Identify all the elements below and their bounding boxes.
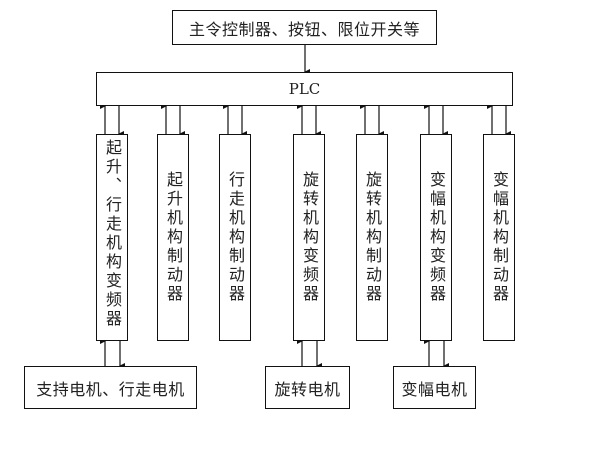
motor-slew: 旋转电机: [265, 366, 350, 409]
module-label: 行走机构制动器: [226, 171, 245, 304]
command-input-box: 主令控制器、按钮、限位开关等: [172, 10, 437, 45]
module-label: 起升、行走机构变频器: [103, 139, 122, 329]
module-label: 变幅机构制动器: [490, 171, 509, 304]
module-slew-brake: 旋转机构制动器: [356, 134, 388, 341]
module-label: 旋转机构制动器: [363, 171, 382, 304]
module-luffing-brake: 变幅机构制动器: [483, 134, 515, 341]
module-label: 起升机构制动器: [164, 171, 183, 304]
module-label: 变幅机构变频器: [427, 171, 446, 304]
module-hoist-travel-inverter: 起升、行走机构变频器: [96, 134, 128, 341]
motor-luffing: 变幅电机: [393, 366, 476, 409]
command-input-label: 主令控制器、按钮、限位开关等: [188, 19, 420, 39]
module-travel-brake: 行走机构制动器: [219, 134, 251, 341]
motor-support-travel: 支持电机、行走电机: [24, 366, 197, 409]
module-slew-inverter: 旋转机构变频器: [293, 134, 325, 341]
motor-label: 变幅电机: [401, 379, 468, 399]
module-luffing-inverter: 变幅机构变频器: [420, 134, 452, 341]
motor-label: 旋转电机: [274, 379, 341, 399]
module-hoist-brake: 起升机构制动器: [157, 134, 189, 341]
motor-label: 支持电机、行走电机: [36, 379, 185, 399]
plc-label: PLC: [288, 80, 321, 98]
plc-box: PLC: [96, 72, 513, 106]
module-label: 旋转机构变频器: [300, 171, 319, 304]
